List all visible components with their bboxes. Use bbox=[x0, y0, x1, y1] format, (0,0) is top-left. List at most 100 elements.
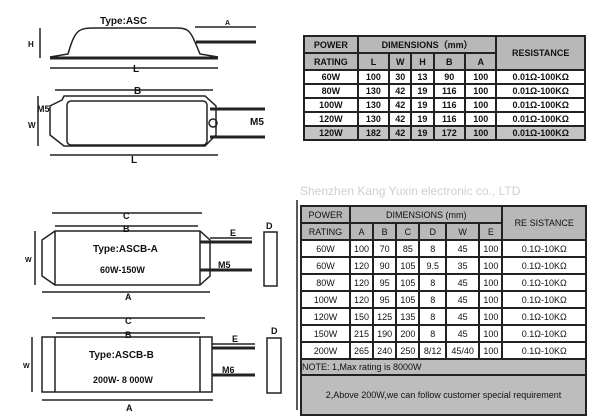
table-cell: 105 bbox=[395, 290, 421, 309]
table-cell: 45 bbox=[444, 290, 481, 309]
ascb-spec-table: POWER DIMENSIONS (mm) RE SISTANCE RATING… bbox=[300, 205, 587, 416]
table-cell: 85 bbox=[395, 239, 421, 258]
table-cell: 105 bbox=[395, 273, 421, 292]
table-cell: 0.1Ω-10KΩ bbox=[501, 341, 587, 360]
table-cell: 100 bbox=[463, 111, 498, 127]
table-cell: 45 bbox=[444, 273, 481, 292]
table-cell: 100 bbox=[478, 324, 504, 343]
table-cell: 130 bbox=[356, 111, 391, 127]
table-cell: 0.1Ω-10KΩ bbox=[501, 307, 587, 326]
dim-c: C bbox=[125, 316, 132, 326]
col-header: C bbox=[395, 222, 421, 241]
table-cell: 45/40 bbox=[444, 341, 481, 360]
table-cell: 45 bbox=[444, 324, 481, 343]
table-cell: 35 bbox=[444, 256, 481, 275]
table-cell: 70 bbox=[372, 239, 398, 258]
col-header: H bbox=[410, 52, 435, 71]
ascb-a-range: 60W-150W bbox=[100, 265, 145, 275]
dim-b: B bbox=[125, 330, 132, 340]
table-cell: 100 bbox=[348, 239, 375, 258]
dimensions-header: DIMENSIONS（mm） bbox=[356, 35, 498, 54]
table-cell: 100 bbox=[478, 256, 504, 275]
table-cell: 125 bbox=[372, 307, 398, 326]
table-cell: 13 bbox=[410, 69, 435, 85]
table-cell: 100W bbox=[300, 290, 351, 309]
col-header: E bbox=[478, 222, 504, 241]
table-cell: 182 bbox=[356, 125, 391, 141]
table-cell: 8 bbox=[418, 273, 447, 292]
note-1: NOTE: 1,Max rating is 8000W bbox=[300, 358, 587, 376]
table-cell: 0.1Ω-10KΩ bbox=[501, 256, 587, 275]
asc-side-view bbox=[39, 26, 256, 69]
col-header: W bbox=[444, 222, 481, 241]
ascb-a-type-label: Type:ASCB-A bbox=[93, 244, 158, 255]
table-cell: 105 bbox=[395, 256, 421, 275]
table-cell: 215 bbox=[348, 324, 375, 343]
table-cell: 0.01Ω-100KΩ bbox=[495, 111, 586, 127]
table-cell: 19 bbox=[410, 125, 435, 141]
col-header: B bbox=[432, 52, 466, 71]
table-cell: 42 bbox=[388, 125, 413, 141]
table-cell: 90 bbox=[432, 69, 466, 85]
dim-d: D bbox=[271, 326, 278, 336]
table-cell: 19 bbox=[410, 111, 435, 127]
ascb-b-range: 200W- 8 000W bbox=[93, 375, 153, 385]
col-header: A bbox=[463, 52, 498, 71]
table-cell: 240 bbox=[372, 341, 398, 360]
col-header: W bbox=[388, 52, 413, 71]
table-cell: 80W bbox=[303, 83, 359, 99]
table-cell: 19 bbox=[410, 97, 435, 113]
table-cell: 30 bbox=[388, 69, 413, 85]
dim-m5-right: M5 bbox=[250, 117, 264, 128]
table-cell: 120 bbox=[348, 273, 375, 292]
col-header: A bbox=[348, 222, 375, 241]
table-cell: 120 bbox=[348, 256, 375, 275]
dim-c: C bbox=[123, 211, 130, 221]
table-cell: 8 bbox=[418, 239, 447, 258]
table-cell: 100 bbox=[463, 69, 498, 85]
table-cell: 45 bbox=[444, 239, 481, 258]
table-cell: 0.1Ω-10KΩ bbox=[501, 290, 587, 309]
table-cell: 100 bbox=[478, 239, 504, 258]
table-cell: 130 bbox=[356, 97, 391, 113]
resistance-header: RE SISTANCE bbox=[501, 205, 587, 241]
dim-e: E bbox=[232, 334, 238, 344]
dim-a: A bbox=[225, 20, 230, 27]
col-header: L bbox=[356, 52, 391, 71]
table-cell: 0.01Ω-100KΩ bbox=[495, 97, 586, 113]
col-header: D bbox=[418, 222, 447, 241]
power-header: POWER bbox=[303, 35, 359, 54]
resistance-header: RESISTANCE bbox=[495, 35, 586, 71]
table-cell: 100 bbox=[463, 97, 498, 113]
table-cell: 135 bbox=[395, 307, 421, 326]
dim-a: A bbox=[126, 403, 133, 413]
dim-w: W bbox=[25, 257, 32, 264]
table-cell: 45 bbox=[444, 307, 481, 326]
table-cell: 100 bbox=[478, 307, 504, 326]
table-cell: 120W bbox=[300, 307, 351, 326]
asc-spec-table: POWER DIMENSIONS（mm） RESISTANCE RATING L… bbox=[303, 35, 586, 141]
table-cell: 250 bbox=[395, 341, 421, 360]
dim-l-bottom: L bbox=[131, 155, 137, 166]
dim-d: D bbox=[266, 221, 273, 231]
table-cell: 95 bbox=[372, 273, 398, 292]
table-cell: 0.01Ω-100KΩ bbox=[495, 83, 586, 99]
dim-b: B bbox=[123, 224, 130, 234]
table-cell: 116 bbox=[432, 83, 466, 99]
table-cell: 42 bbox=[388, 83, 413, 99]
table-cell: 8 bbox=[418, 324, 447, 343]
table-cell: 60W bbox=[303, 69, 359, 85]
dim-m5-left: M5 bbox=[37, 104, 50, 114]
ascb-a-drawing bbox=[34, 212, 278, 293]
table-cell: 0.01Ω-100KΩ bbox=[495, 125, 586, 141]
dim-e: E bbox=[230, 228, 236, 238]
table-cell: 100 bbox=[478, 341, 504, 360]
table-cell: 120 bbox=[348, 290, 375, 309]
dim-w: W bbox=[28, 121, 36, 130]
rating-header: RATING bbox=[303, 52, 359, 71]
